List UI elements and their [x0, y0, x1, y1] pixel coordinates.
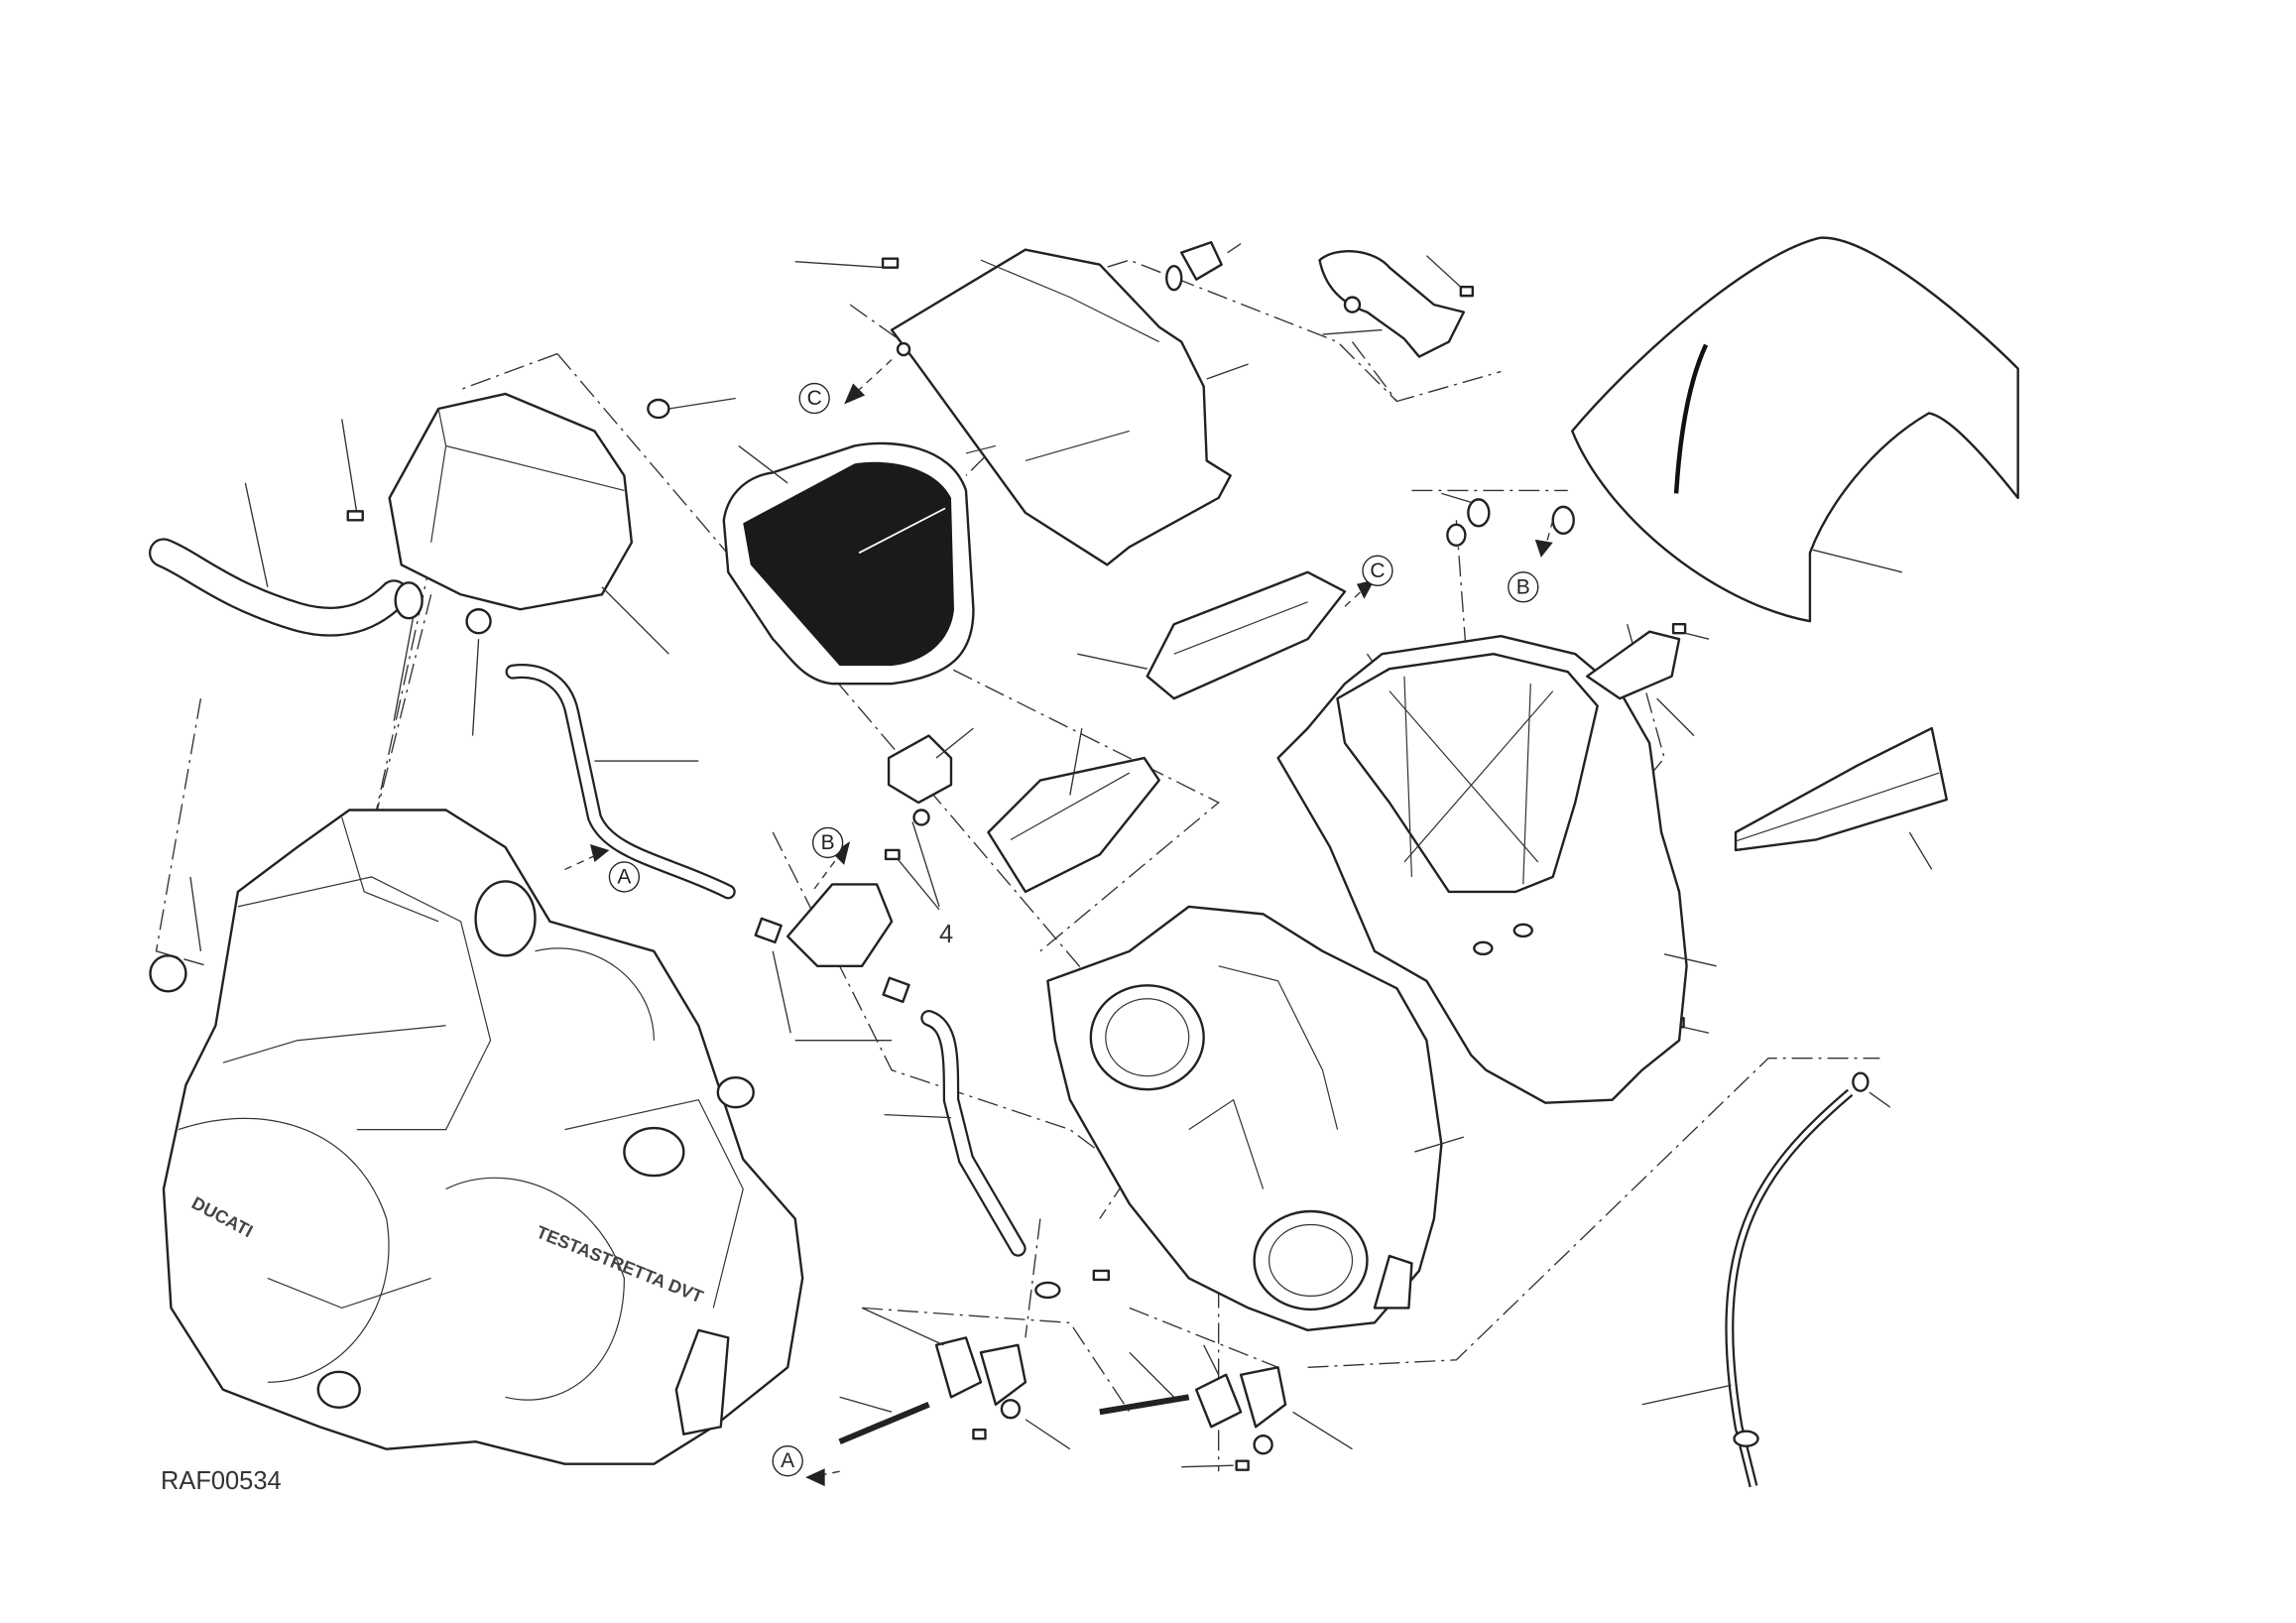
side-wedge-cover: [1734, 726, 1948, 870]
marker-b-label: B: [1516, 575, 1530, 598]
breather-tank: [388, 392, 669, 655]
fasteners: [341, 241, 1891, 1471]
marker-b-2: B: [811, 826, 844, 859]
upper-air-duct-cover: [890, 248, 1249, 566]
breather-hoses: [148, 482, 1061, 1300]
drawing-code: RAF00534: [161, 1467, 282, 1495]
sensor-bracket: [887, 727, 974, 908]
marker-a-label: A: [781, 1449, 794, 1472]
throttle-sensors: [838, 1307, 1353, 1455]
intake-elbow: [1318, 249, 1466, 358]
marker-c-2: C: [1362, 555, 1393, 586]
marker-c-1: C: [798, 382, 830, 415]
marker-a-1: A: [608, 861, 641, 893]
airbox-upper-housing: [1276, 635, 1717, 1104]
marker-b-1: B: [1508, 571, 1539, 603]
marker-c-label: C: [1370, 560, 1385, 582]
part-callout-4: 4: [939, 921, 953, 948]
air-filter: [722, 441, 975, 686]
callout-leader: [897, 858, 940, 911]
marker-c-label: C: [807, 387, 822, 410]
direction-arrows: [564, 359, 1554, 1487]
marker-b-label: B: [821, 831, 835, 854]
marker-a-label: A: [617, 865, 631, 888]
engine-assembly: DUCATI TESTASTRETTA DVT: [162, 809, 804, 1465]
airbox-lower-housing: [1046, 905, 1465, 1332]
seat-cover: [1571, 236, 2019, 623]
control-cable: [1641, 1088, 1854, 1488]
marker-a-2: A: [772, 1445, 803, 1477]
intake-brackets: [987, 570, 1695, 894]
